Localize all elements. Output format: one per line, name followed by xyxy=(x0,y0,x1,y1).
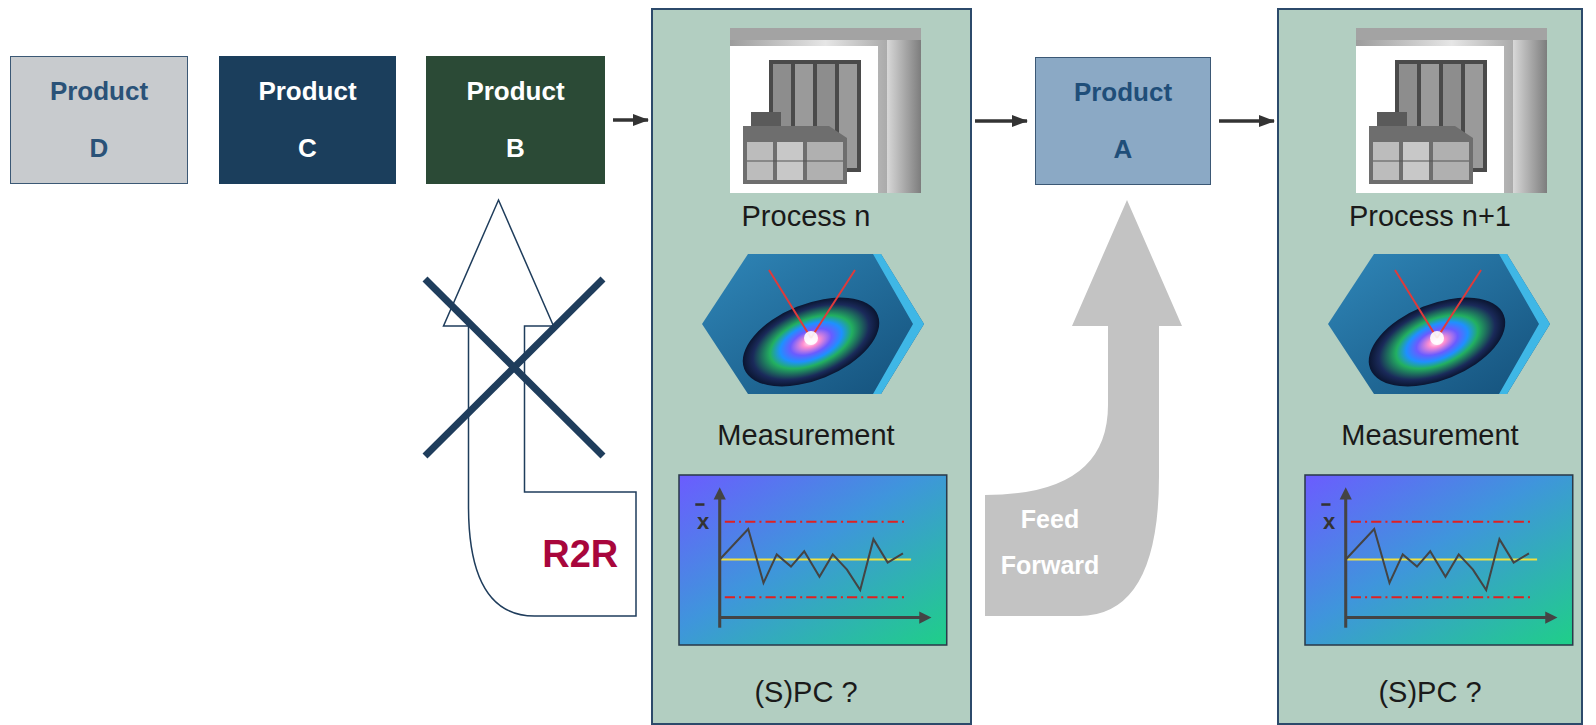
chart-axis-label: x xyxy=(697,509,709,535)
product-box: Product A xyxy=(1035,57,1211,185)
panel-caption: (S)PC ? xyxy=(1279,675,1581,709)
edge-label: Feed Forward xyxy=(1001,496,1100,588)
cross-mark xyxy=(425,279,603,456)
panel-caption: (S)PC ? xyxy=(653,675,959,709)
feed-forward-arrow xyxy=(985,200,1182,616)
panel-caption: Measurement xyxy=(1279,418,1581,452)
product-name: Product A xyxy=(1074,64,1172,178)
panel-caption: Measurement xyxy=(653,418,959,452)
chart-axis-label: x xyxy=(1323,509,1335,535)
flow-arrow xyxy=(1219,119,1274,123)
product-name: Product B xyxy=(466,63,564,177)
product-name: Product C xyxy=(258,63,356,177)
flow-arrow xyxy=(975,119,1027,123)
panel-illustration xyxy=(651,8,972,725)
process-title: Process n+1 xyxy=(1279,199,1581,233)
panel-illustration xyxy=(1277,8,1596,725)
flow-arrow xyxy=(613,118,648,122)
process-panel: Process n Measurement (S)PC ? x xyxy=(651,8,972,725)
process-panel: Process n+1Measurement (S)PC ? x xyxy=(1277,8,1583,725)
product-name: Product D xyxy=(50,63,148,177)
product-box: Product D xyxy=(10,56,188,184)
product-box: Product C xyxy=(219,56,396,184)
product-box: Product B xyxy=(426,56,605,184)
process-title: Process n xyxy=(653,199,959,233)
edge-label: R2R xyxy=(542,532,618,576)
